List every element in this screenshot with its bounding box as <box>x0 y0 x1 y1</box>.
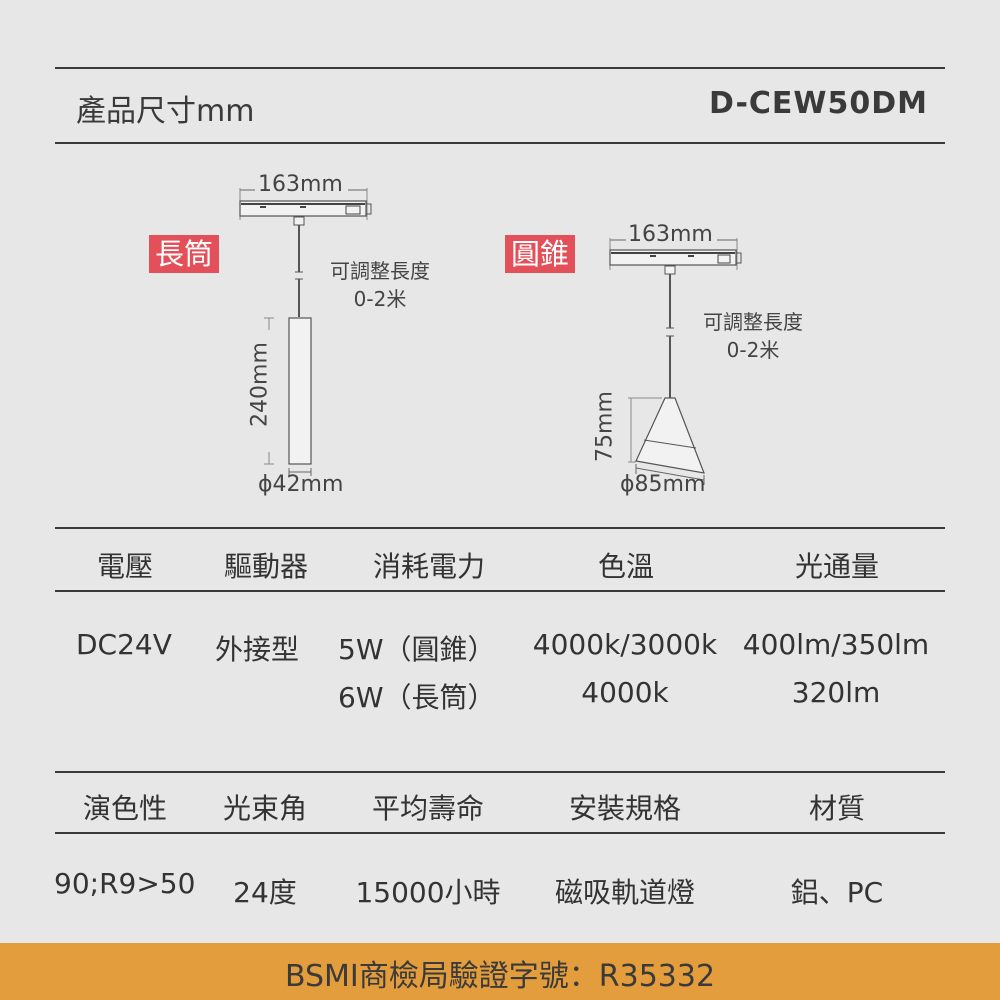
long-tube-badge: 長筒 <box>149 235 220 273</box>
cone-track-width: 163mm <box>628 222 713 247</box>
value-lifespan: 15000小時 <box>355 876 501 909</box>
header-luminous-flux: 光通量 <box>794 550 880 583</box>
header-divider <box>55 142 945 144</box>
value-power-tube: 6W（長筒） <box>338 681 496 714</box>
table1-header-divider <box>55 590 945 592</box>
long-tube-diameter: ϕ42mm <box>258 472 344 497</box>
long-tube-drawing <box>239 188 372 476</box>
value-beam-angle: 24度 <box>233 876 297 909</box>
cone-badge: 圓錐 <box>505 235 576 273</box>
value-installation: 磁吸軌道燈 <box>554 876 696 909</box>
table1-top-divider <box>55 527 945 529</box>
value-flux-cone: 400lm/350lm <box>742 628 930 661</box>
value-flux-tube: 320lm <box>791 676 881 709</box>
certification-text: BSMI商檢局驗證字號：R35332 <box>284 959 716 994</box>
cone-height: 75mm <box>592 391 618 462</box>
header-cri: 演色性 <box>82 792 168 825</box>
model-number: D-CEW50DM <box>708 86 928 121</box>
header-color-temp: 色溫 <box>597 550 655 583</box>
header-power: 消耗電力 <box>372 550 486 583</box>
value-color-temp-tube: 4000k <box>581 676 669 709</box>
header-driver: 驅動器 <box>223 550 309 583</box>
cone-diameter: ϕ85mm <box>620 472 706 497</box>
long-tube-height: 240mm <box>247 342 273 427</box>
table2-header-divider <box>55 832 945 834</box>
cone-drawing <box>609 238 742 485</box>
header-voltage: 電壓 <box>96 550 154 583</box>
value-driver: 外接型 <box>215 633 300 666</box>
value-color-temp-cone: 4000k/3000k <box>532 628 718 661</box>
value-power-cone: 5W（圓錐） <box>338 633 496 666</box>
top-divider <box>55 67 945 69</box>
value-cri: 90;R9>50 <box>54 867 196 900</box>
cone-adjustable-note: 可調整長度 0-2米 <box>703 310 803 362</box>
certification-banner: BSMI商檢局驗證字號：R35332 <box>0 943 1000 1000</box>
header-installation: 安裝規格 <box>568 792 682 825</box>
header-lifespan: 平均壽命 <box>371 792 485 825</box>
page-title: 產品尺寸mm <box>76 94 255 129</box>
table2-top-divider <box>55 771 945 773</box>
value-voltage: DC24V <box>76 628 172 661</box>
long-tube-adjustable-note: 可調整長度 0-2米 <box>330 259 430 311</box>
long-tube-track-width: 163mm <box>258 172 343 197</box>
value-material: 鋁、PC <box>790 876 884 909</box>
header-material: 材質 <box>808 792 866 825</box>
header-beam-angle: 光束角 <box>222 792 308 825</box>
